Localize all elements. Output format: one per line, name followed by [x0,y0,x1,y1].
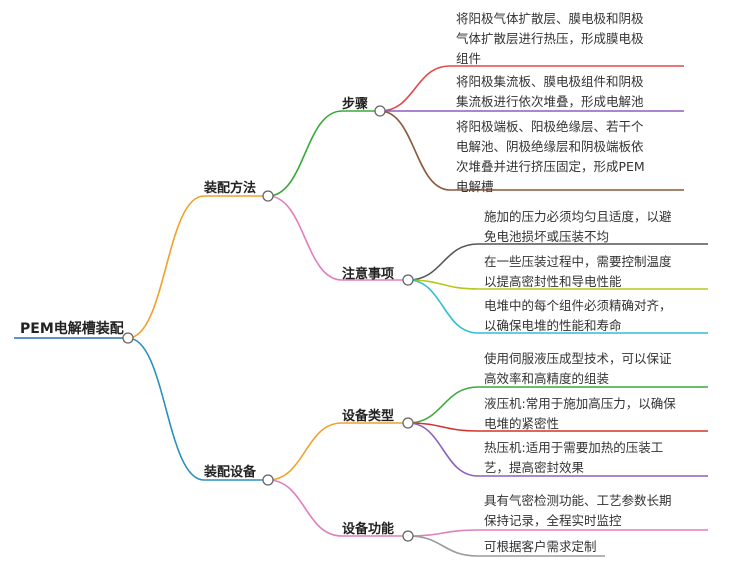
branch-types[interactable]: 设备类型 [342,405,394,424]
leaf-type-3[interactable]: 热压机:适用于需要加热的压装工 艺，提高密封效果 [484,438,663,478]
link-equipment-types [267,422,343,481]
leaf-line: 电解槽 [456,179,494,194]
leaf-function-2[interactable]: 可根据客户需求定制 [484,537,597,557]
branch-equipment-label: 装配设备 [204,465,257,480]
link-function-1 [407,529,479,537]
branch-notes[interactable]: 注意事项 [342,263,394,282]
leaf-line: 电堆中的每个组件必须精确对齐， [484,298,672,313]
root-label: PEM电解槽装配 [20,321,124,337]
branch-equipment[interactable]: 装配设备 [204,461,256,480]
link-root-method [127,195,205,339]
leaf-line: 免电池损坏或压装不均 [484,229,610,244]
leaf-line: 保持记录，全程实时监控 [484,513,622,528]
leaf-line: 将阳极气体扩散层、膜电极和阴极 [456,11,644,26]
leaf-line: 电堆的紧密性 [484,416,560,431]
branch-functions-label: 设备功能 [342,522,395,537]
leaf-line: 电解池、阴极绝缘层和阴极端板依 [456,139,644,154]
leaf-step-1[interactable]: 将阳极气体扩散层、膜电极和阴极 气体扩散层进行热压，形成膜电极 组件 [456,9,644,69]
leaf-type-1[interactable]: 使用伺服液压成型技术，可以保证 高效率和高精度的组装 [484,349,672,389]
leaf-line: 以提高密封性和导电性能 [484,274,622,289]
link-method-notes [267,195,343,281]
leaf-line: 气体扩散层进行热压，形成膜电极 [456,31,644,46]
branch-steps[interactable]: 步骤 [342,93,368,112]
notes-toggle-dot[interactable] [402,274,414,286]
link-type-1 [407,386,479,424]
leaf-line: 以确保电堆的性能和寿命 [484,318,622,333]
link-type-2 [407,422,479,432]
link-note-2 [407,279,479,290]
leaf-line: 施加的压力必须均匀且适度，以避 [484,209,672,224]
link-method-steps [267,110,343,197]
branch-types-label: 设备类型 [342,409,395,424]
leaf-step-3[interactable]: 将阳极端板、阳极绝缘层、若干个 电解池、阴极绝缘层和阴极端板依 次堆叠并进行挤压… [456,117,645,197]
branch-functions[interactable]: 设备功能 [342,518,394,537]
method-toggle-dot[interactable] [262,190,274,202]
link-equipment-functions [267,479,343,537]
leaf-step-2[interactable]: 将阳极集流板、膜电极组件和阴极 集流板进行依次堆叠，形成电解池 [456,72,644,112]
leaf-line: 具有气密检测功能、工艺参数长期 [484,493,672,508]
leaf-type-2[interactable]: 液压机:常用于施加高压力，以确保 电堆的紧密性 [484,394,676,434]
leaf-note-1[interactable]: 施加的压力必须均匀且适度，以避 免电池损坏或压装不均 [484,207,672,247]
types-toggle-dot[interactable] [402,417,414,429]
link-step-3 [379,110,451,191]
branch-notes-label: 注意事项 [342,267,395,282]
root-toggle-dot[interactable] [122,332,134,344]
functions-toggle-dot[interactable] [402,530,414,542]
leaf-line: 将阳极集流板、膜电极组件和阴极 [456,74,644,89]
link-root-equipment [127,337,205,481]
branch-method[interactable]: 装配方法 [204,177,256,196]
leaf-line: 高效率和高精度的组装 [484,371,610,386]
leaf-line: 将阳极端板、阳极绝缘层、若干个 [456,119,644,134]
leaf-note-3[interactable]: 电堆中的每个组件必须精确对齐， 以确保电堆的性能和寿命 [484,296,672,336]
leaf-line: 在一些压装过程中，需要控制温度 [484,254,672,269]
link-type-3 [407,422,479,477]
leaf-function-1[interactable]: 具有气密检测功能、工艺参数长期 保持记录，全程实时监控 [484,491,672,531]
leaf-line: 次堆叠并进行挤压固定，形成PEM [456,159,645,174]
link-note-3 [407,279,479,334]
leaf-line: 可根据客户需求定制 [484,539,597,554]
leaf-line: 液压机:常用于施加高压力，以确保 [484,396,676,411]
branch-steps-label: 步骤 [342,97,369,112]
leaf-line: 集流板进行依次堆叠，形成电解池 [456,94,644,109]
leaf-note-2[interactable]: 在一些压装过程中，需要控制温度 以提高密封性和导电性能 [484,252,672,292]
link-step-1 [379,65,451,112]
leaf-line: 使用伺服液压成型技术，可以保证 [484,351,672,366]
steps-toggle-dot[interactable] [374,105,386,117]
leaf-line: 组件 [456,51,482,66]
branch-method-label: 装配方法 [204,181,257,196]
root-node[interactable]: PEM电解槽装配 [20,318,124,338]
equipment-toggle-dot[interactable] [262,474,274,486]
leaf-line: 艺，提高密封效果 [484,460,585,475]
link-note-1 [407,243,479,281]
leaf-line: 热压机:适用于需要加热的压装工 [484,440,664,455]
link-function-2 [407,535,479,557]
